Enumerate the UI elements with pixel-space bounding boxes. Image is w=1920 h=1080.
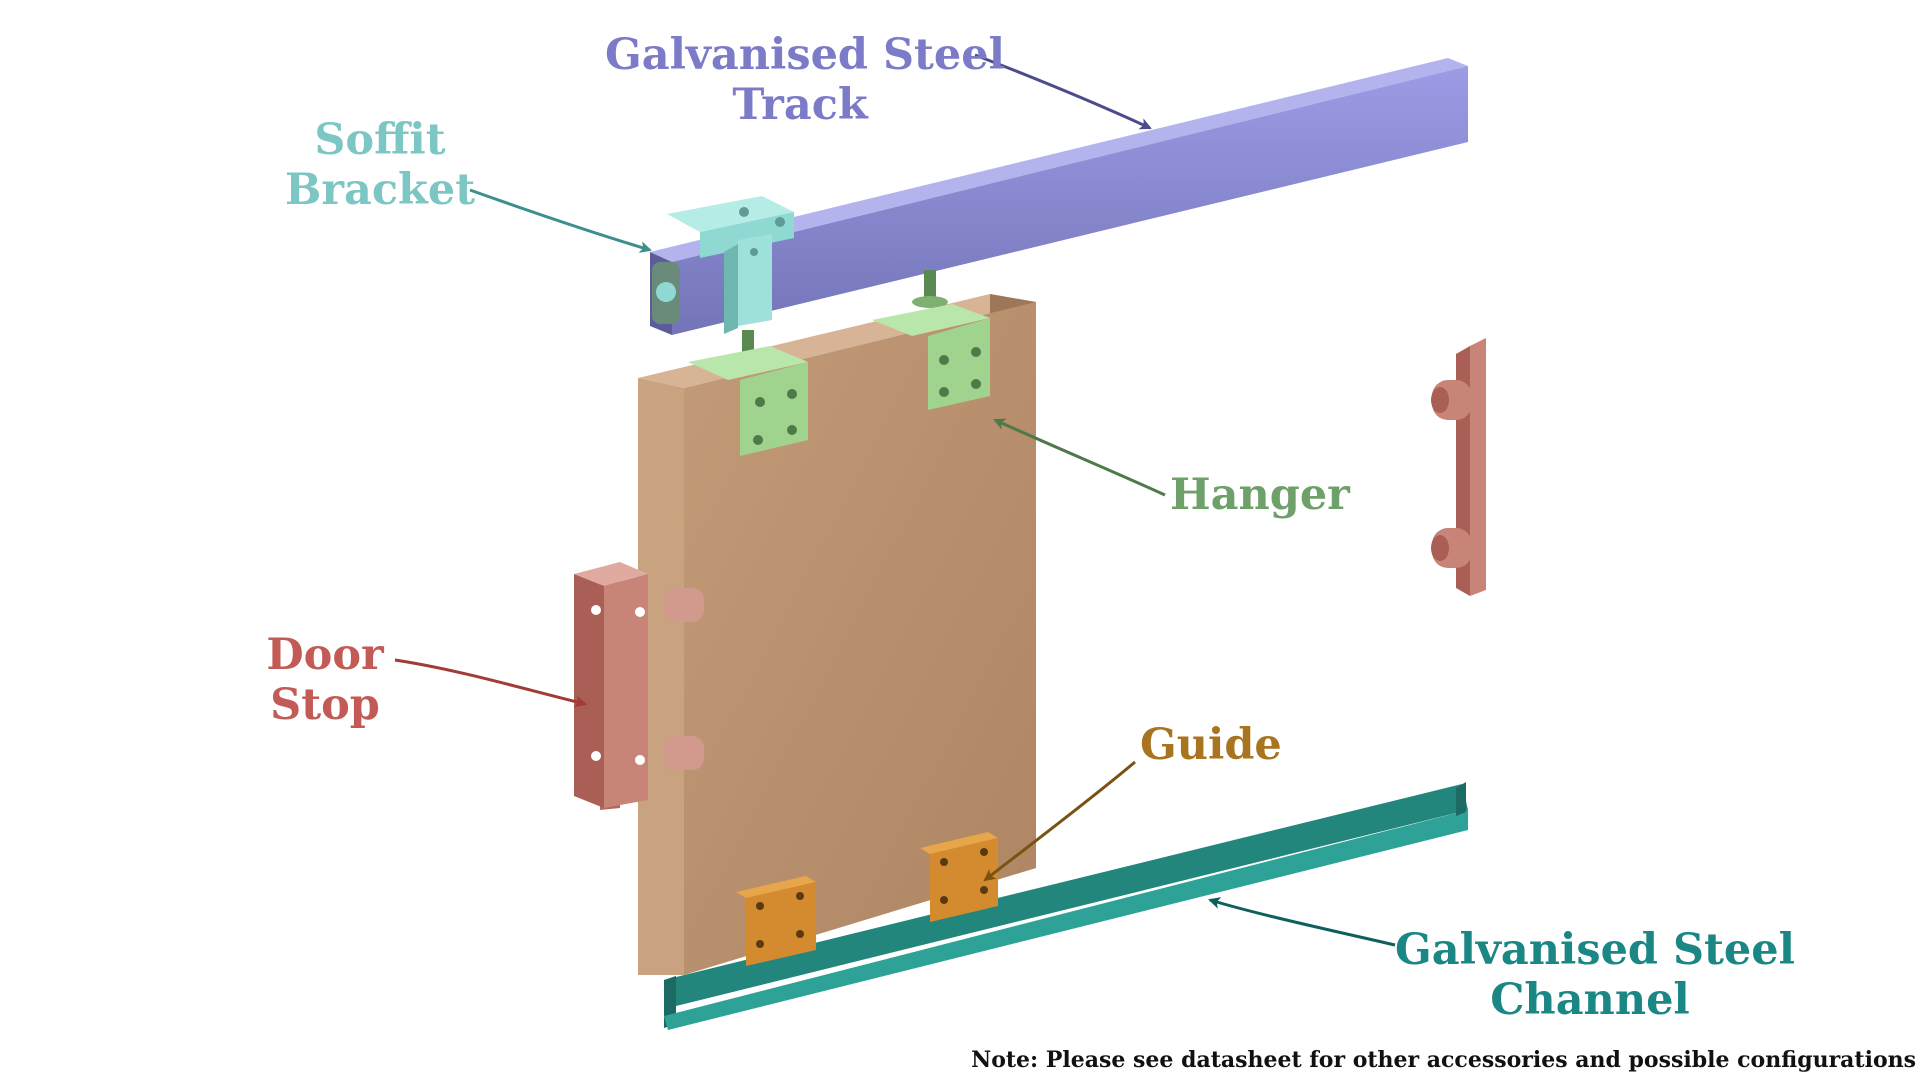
door-stop-mounted <box>574 562 704 810</box>
label-line: Galvanised Steel <box>605 30 1005 80</box>
label-line: Hanger <box>1170 470 1350 520</box>
arrow-soffit <box>469 188 652 253</box>
hanger-left <box>688 330 808 456</box>
label-galvanised-steel-channel: Galvanised Steel Channel <box>1395 925 1795 1025</box>
label-line: Stop <box>270 680 380 730</box>
galvanised-steel-channel <box>664 782 1468 1030</box>
footnote: Note: Please see datasheet for other acc… <box>971 1047 1916 1073</box>
label-soffit-bracket: Soffit Bracket <box>285 115 475 215</box>
label-line: Guide <box>1140 720 1282 770</box>
arrow-hanger <box>993 418 1166 497</box>
label-line: Soffit <box>314 115 446 165</box>
arrow-guide <box>983 760 1136 882</box>
label-line: Door <box>266 630 384 680</box>
arrow-channel <box>1208 897 1396 947</box>
label-line: Bracket <box>285 165 476 215</box>
door-stop-spare <box>1431 338 1486 596</box>
label-guide: Guide <box>1140 720 1290 770</box>
soffit-bracket <box>652 196 794 334</box>
label-door-stop: Door Stop <box>250 630 400 730</box>
guide-left <box>736 876 816 966</box>
guide-right <box>920 832 998 922</box>
label-galvanised-steel-track: Galvanised Steel Track <box>605 30 1005 130</box>
label-hanger: Hanger <box>1170 470 1370 520</box>
hanger-right <box>872 270 990 410</box>
label-line: Galvanised Steel <box>1395 925 1795 975</box>
arrow-stop <box>394 658 587 708</box>
arrow-track <box>974 53 1152 130</box>
label-line: Channel <box>1490 975 1690 1025</box>
label-line: Track <box>732 80 868 130</box>
